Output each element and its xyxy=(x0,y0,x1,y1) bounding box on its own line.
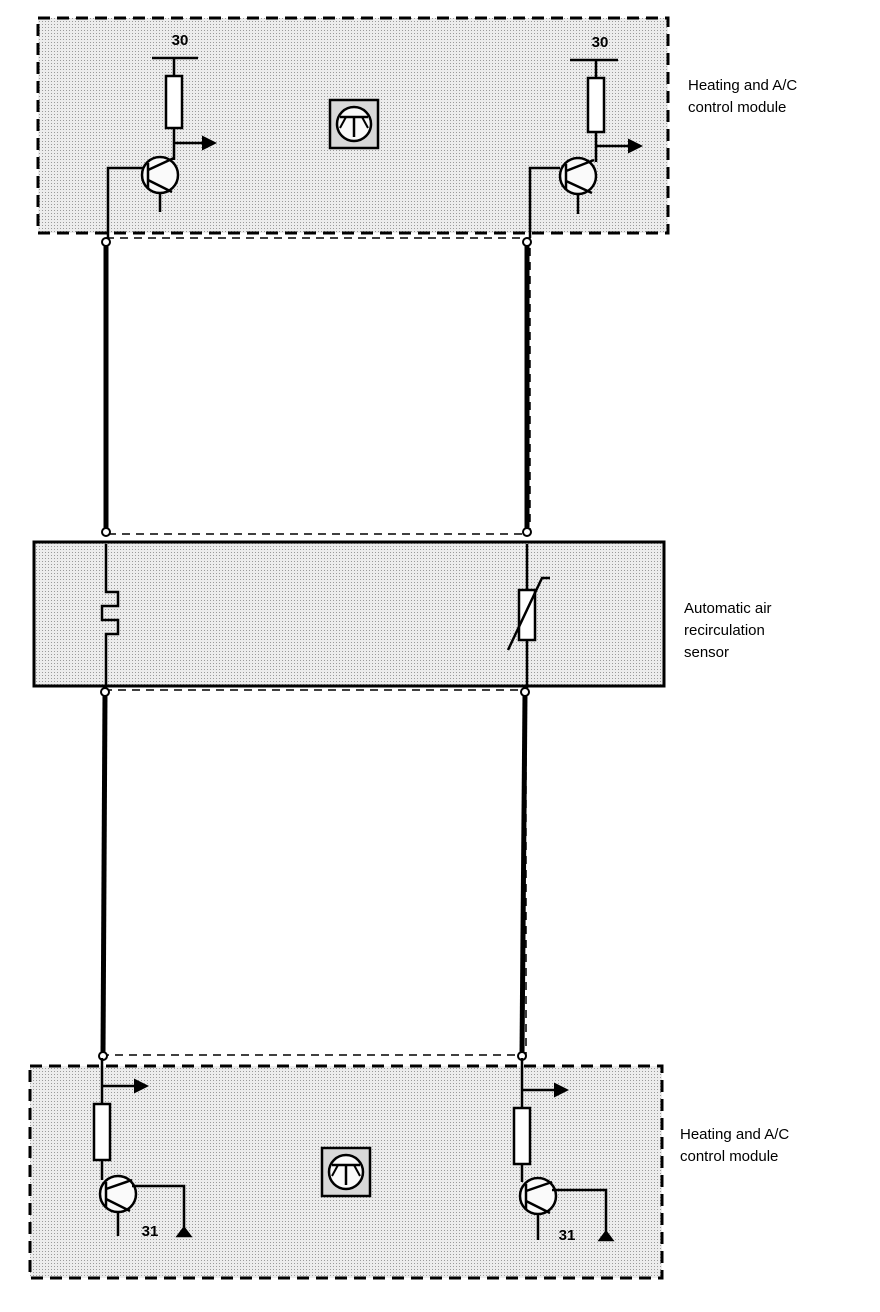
bottom-left-circuit xyxy=(92,1058,193,1238)
thermistor-icon xyxy=(506,544,550,688)
terminal-30-right: 30 xyxy=(592,34,609,51)
lower-connectors xyxy=(98,687,530,1061)
upper-wires xyxy=(103,244,530,530)
top-module-label: Heating and A/C control module xyxy=(688,75,797,119)
sensor-label: Automatic air recirculation sensor xyxy=(684,598,772,664)
recirculation-sensor xyxy=(32,540,666,688)
bottom-right-circuit xyxy=(512,1058,615,1242)
bottom-module-label-line1: Heating and A/C xyxy=(680,1126,790,1143)
terminal-30-left: 30 xyxy=(172,32,189,49)
sensor-label-line1: Automatic air xyxy=(684,600,772,617)
lower-harness-outline xyxy=(103,689,527,1056)
top-left-circuit xyxy=(106,56,217,238)
module-transistor-icon xyxy=(328,98,380,150)
top-control-module: 30 30 xyxy=(36,16,670,238)
top-module-label-line1: Heating and A/C xyxy=(688,77,798,94)
upper-harness-outline xyxy=(105,237,531,535)
bottom-module-label-line2: control module xyxy=(680,1148,779,1165)
sensor-switch-icon xyxy=(100,544,120,688)
module-transistor-icon xyxy=(320,1146,372,1198)
terminal-31-right: 31 xyxy=(559,1227,576,1244)
sensor-label-line2: recirculation xyxy=(684,622,765,639)
top-right-circuit xyxy=(528,58,643,238)
bottom-module-label: Heating and A/C control module xyxy=(680,1124,789,1168)
upper-connectors xyxy=(101,237,532,537)
top-module-label-line2: control module xyxy=(688,99,787,116)
terminal-31-left: 31 xyxy=(142,1223,159,1240)
lower-wires xyxy=(100,693,528,1055)
bottom-control-module: 31 31 xyxy=(28,1058,664,1280)
sensor-label-line3: sensor xyxy=(684,644,730,661)
